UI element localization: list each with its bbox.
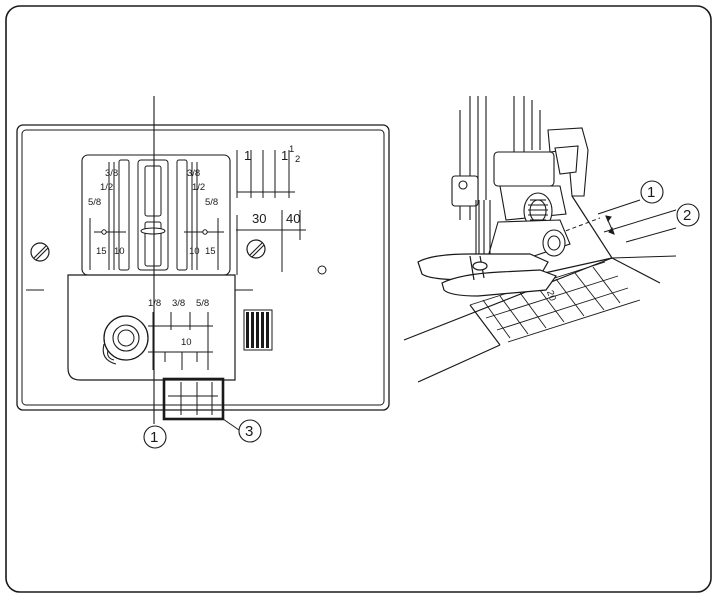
presser-foot-figure: 20 1 2	[403, 96, 700, 383]
needle-plate-figure: 3/8 1/2 5/8 15 10 3/8 1/2 5/8 10 15 1 1 …	[16, 96, 390, 449]
callout-3-label: 3	[245, 423, 253, 440]
cover-mark-18: 1/8	[148, 298, 161, 309]
cover-mark-10: 10	[181, 337, 192, 348]
front-scale	[168, 382, 218, 415]
cm-mark-30: 30	[252, 211, 266, 226]
fabric-edges	[403, 195, 661, 383]
fabric-mark-20: 20	[544, 289, 558, 303]
needle-plate-outline	[16, 124, 390, 411]
cover-release-button	[243, 309, 273, 351]
presser-foot-sole	[417, 253, 557, 297]
seam-guide-right	[184, 162, 224, 270]
left-guide-10: 10	[114, 246, 125, 257]
inch-mark-1: 1	[244, 148, 251, 163]
left-guide-15: 15	[96, 246, 107, 257]
right-guide-15: 15	[205, 246, 216, 257]
right-guide-12: 1/2	[192, 182, 205, 193]
callout-1-left	[143, 425, 167, 449]
cm-mark-40: 40	[286, 211, 300, 226]
plate-screw-right-icon	[246, 239, 266, 259]
feed-dog-slots	[118, 159, 188, 271]
seam-guide-left	[89, 162, 126, 270]
left-guide-58: 5/8	[88, 197, 101, 208]
callout-3	[238, 419, 262, 443]
cm-scale	[236, 210, 306, 275]
presser-bar-assembly	[451, 96, 589, 265]
bobbin-icon	[102, 315, 149, 365]
left-guide-12: 1/2	[100, 182, 113, 193]
plate-screw-left-icon	[30, 242, 50, 262]
plate-hole	[317, 265, 327, 275]
right-guide-10: 10	[189, 246, 200, 257]
seam-guide-left-dot	[101, 229, 107, 235]
dimension-arrows	[597, 199, 677, 259]
inch-mark-1-half-num: 1	[289, 144, 294, 155]
callout-2	[676, 203, 700, 227]
inch-scale	[236, 150, 295, 198]
inch-mark-1-half-whole: 1	[281, 148, 288, 163]
callout-2-label: 2	[683, 207, 691, 224]
cover-mark-58: 5/8	[196, 298, 209, 309]
fabric-ruler-grid	[469, 261, 641, 343]
cover-plate-scale	[148, 312, 213, 370]
cover-mark-38: 3/8	[172, 298, 185, 309]
right-guide-58: 5/8	[205, 197, 218, 208]
needle-plate-inner-outline	[21, 129, 385, 406]
seam-guide-right-dot	[202, 229, 208, 235]
needle-hole	[140, 227, 166, 235]
right-guide-38: 3/8	[187, 168, 200, 179]
callout-1-right-label: 1	[647, 184, 655, 201]
callout-3-leader	[222, 418, 240, 431]
front-scale-highlight	[162, 377, 225, 421]
bobbin-cover-plate	[67, 274, 236, 381]
callout-1-right	[640, 180, 664, 204]
callout-1-left-label: 1	[150, 429, 158, 446]
inch-mark-1-half-den: 2	[295, 154, 300, 165]
left-guide-38: 3/8	[105, 168, 118, 179]
